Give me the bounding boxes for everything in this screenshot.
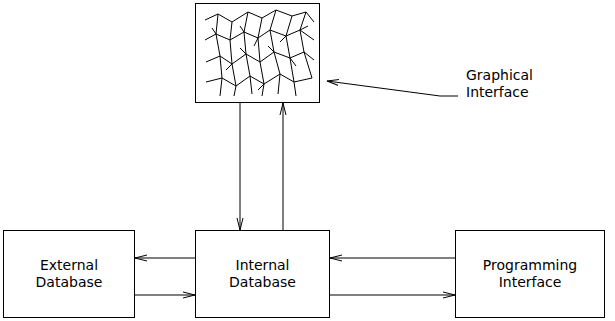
data-flow-arrow	[135, 295, 195, 296]
callout-label: Graphical Interface	[466, 67, 556, 101]
database-box: Internal Database	[195, 230, 330, 318]
database-box: External Database	[3, 230, 135, 318]
box-label: Programming Interface	[456, 257, 604, 291]
data-flow-arrow	[330, 295, 455, 296]
graphical-interface-box: Graphical Interface	[195, 3, 320, 103]
box-label: Internal Database	[196, 257, 329, 291]
leader-line	[327, 81, 458, 96]
data-flow-arrow	[135, 258, 195, 259]
data-flow-arrow	[240, 103, 241, 230]
box-label: External Database	[4, 257, 134, 291]
interface-box: Programming Interface	[455, 230, 605, 318]
data-flow-arrow	[330, 258, 455, 259]
data-flow-arrow	[283, 103, 284, 230]
